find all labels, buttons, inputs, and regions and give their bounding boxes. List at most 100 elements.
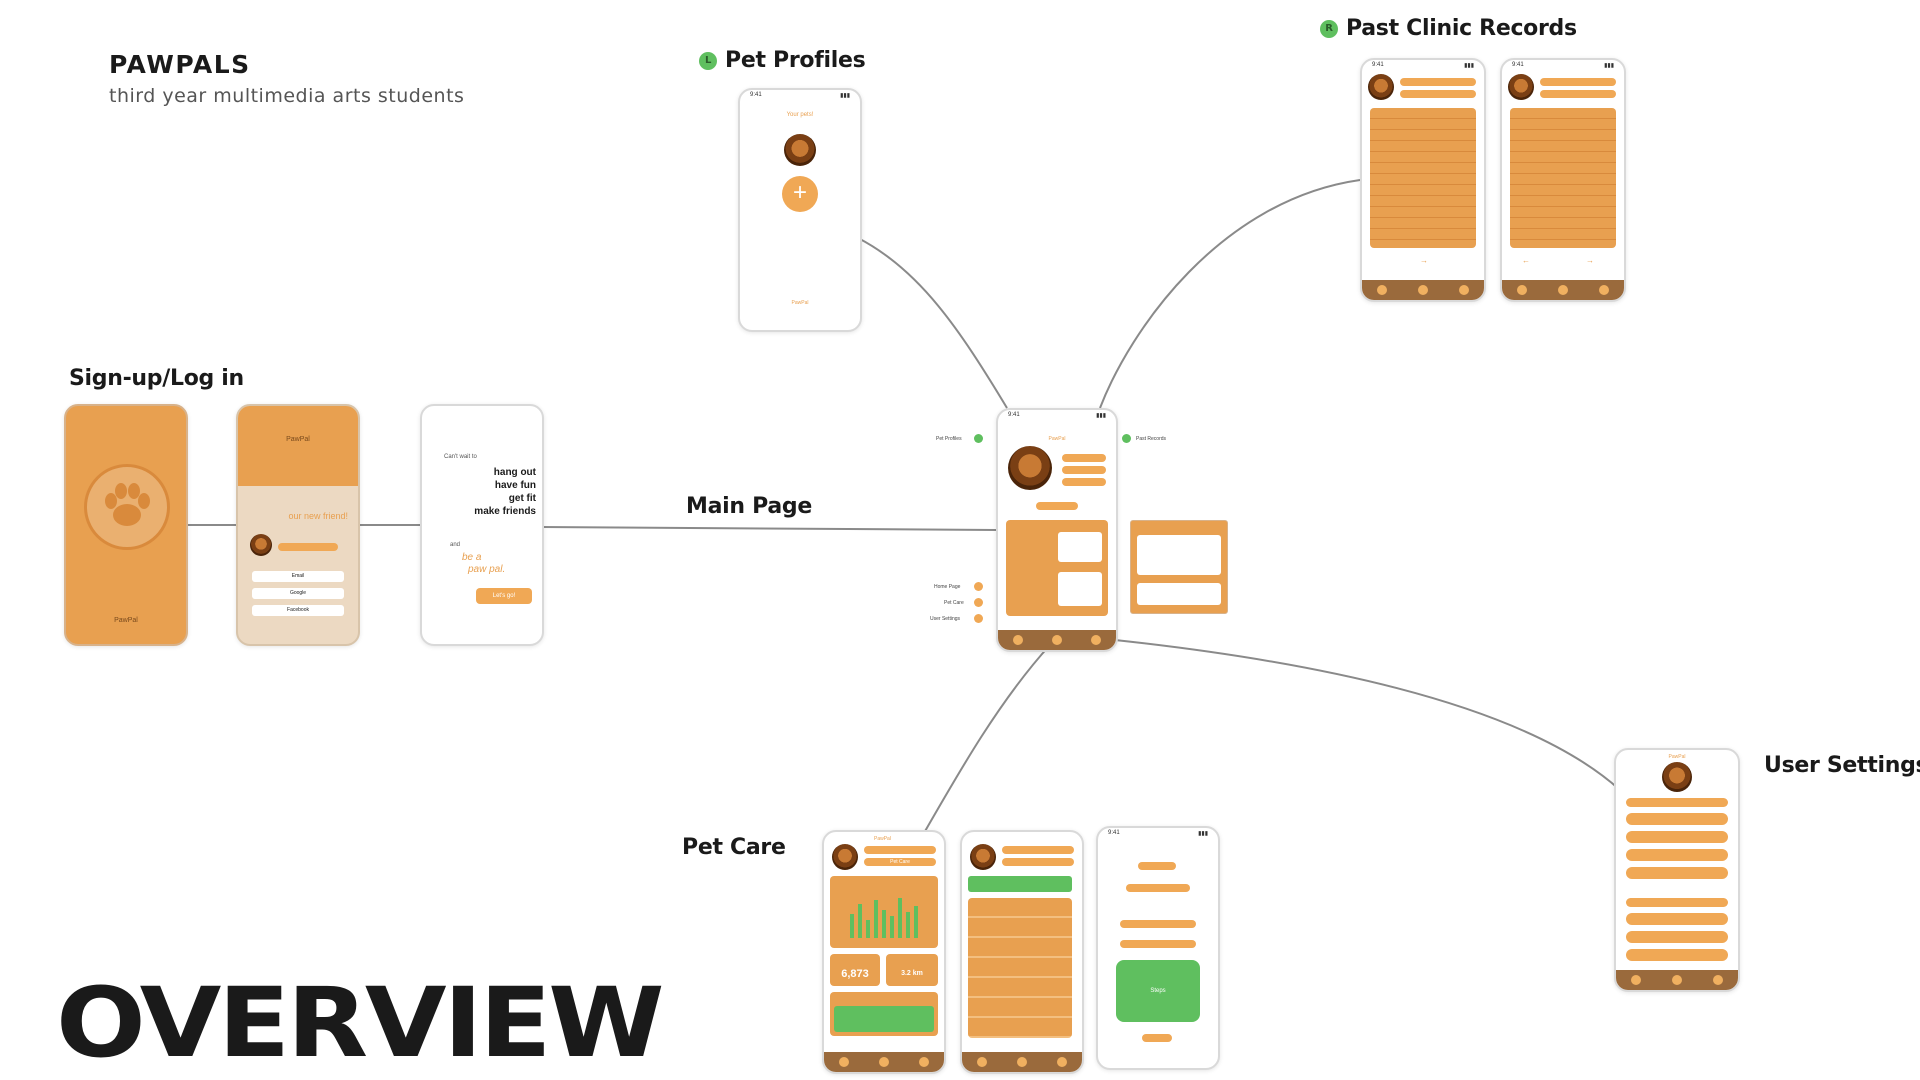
nav-home-icon[interactable] [1517,285,1528,295]
petcare-tab[interactable]: Pet Care [864,858,936,866]
section-marker-icon: R [1320,20,1338,38]
settings-item[interactable] [1626,849,1728,861]
pet-profiles-footer: PawPal [791,300,809,306]
nav-settings-icon[interactable] [1712,975,1723,985]
clinic-records-screen-2[interactable]: 9:41▮▮▮ ← → [1500,58,1626,302]
bottom-nav [1502,280,1624,300]
petcare-form-pill[interactable] [1126,884,1190,892]
bottom-nav [1616,970,1738,990]
main-page-detail-panel [1130,520,1228,614]
login-facebook-button[interactable]: Facebook [252,605,344,616]
pet-profiles-screen[interactable]: 9:41▮▮▮ Your pets! + PawPal [738,88,862,332]
petcare-form-pill[interactable] [1120,940,1196,948]
walk-card [830,992,938,1036]
login-google-button[interactable]: Google [252,588,344,599]
nav-settings-icon[interactable] [919,1057,929,1067]
petcare-header-pill [864,846,936,854]
main-app-name: PawPal [1048,436,1066,442]
petcare-form-pill[interactable] [1138,862,1176,870]
login-prompt: our new friend! [288,511,348,521]
settings-item[interactable] [1626,913,1728,925]
bottom-nav [962,1052,1082,1072]
dog-avatar [250,534,272,556]
nav-care-icon[interactable] [879,1057,889,1067]
nav-home-icon[interactable] [839,1057,849,1067]
nav-care-icon[interactable] [1017,1057,1027,1067]
settings-item[interactable] [1626,898,1728,907]
clinic-header-pill [1540,78,1616,86]
edit-profile-pill[interactable] [1036,502,1078,510]
dog-avatar[interactable] [784,134,816,166]
legend-past-records: Past Records [1136,436,1167,442]
legend-home-page: Home Page [934,584,961,590]
detail-widget [1137,535,1221,575]
user-settings-screen[interactable]: PawPal [1614,748,1740,992]
login-screen[interactable]: PawPal our new friend! Email Google Face… [236,404,360,646]
petcare-header-pill [1002,846,1074,854]
login-email-button[interactable]: Email [252,571,344,582]
steps-value: 6,873 [830,954,880,986]
dog-avatar[interactable] [1008,446,1052,490]
status-bar: 9:41▮▮▮ [1108,830,1208,837]
settings-item[interactable] [1626,831,1728,843]
intro-screen[interactable]: Can't wait to hang out have fun get fit … [420,404,544,646]
walk-start-button[interactable] [834,1006,934,1032]
clinic-tab-pill[interactable] [1540,90,1616,98]
settings-item[interactable] [1626,949,1728,961]
login-header: PawPal [238,406,358,486]
steps-button[interactable]: Steps [1116,960,1200,1022]
nav-care-icon[interactable] [1417,285,1428,295]
legend-settings-dot [974,614,983,623]
petcare-tab[interactable] [1002,858,1074,866]
nav-settings-icon[interactable] [1091,635,1102,645]
next-page-icon[interactable]: → [1420,256,1428,265]
overview-label: OVERVIEW [56,967,665,1079]
pet-breed-pill [1062,466,1106,474]
connector-main-settings [1114,639,1621,791]
add-pet-plus-icon[interactable]: + [782,176,818,212]
nav-home-icon[interactable] [1012,635,1023,645]
nav-settings-icon[interactable] [1057,1057,1067,1067]
section-title-main-page: Main Page [686,494,812,519]
activity-chart-card [830,876,938,948]
next-page-icon[interactable]: → [1586,256,1594,265]
intro-activity: get fit [508,493,536,504]
petcare-form-pill[interactable] [1120,920,1196,928]
petcare-done-pill[interactable] [1142,1034,1172,1042]
connector-main-petcare [919,644,1051,841]
nav-home-icon[interactable] [977,1057,987,1067]
nav-care-icon[interactable] [1671,975,1682,985]
dog-avatar [970,844,996,870]
nav-settings-icon[interactable] [1598,285,1609,295]
main-page-screen[interactable]: 9:41▮▮▮ PawPal [996,408,1118,652]
dog-avatar [1508,74,1534,100]
intro-tag1: be a [462,552,482,563]
settings-item[interactable] [1626,867,1728,879]
dashboard-widget [1058,572,1102,606]
nav-care-icon[interactable] [1051,635,1062,645]
pet-care-screen-1[interactable]: PawPal Pet Care 6,873 3.2 km [822,830,946,1074]
splash-screen[interactable]: PawPal [64,404,188,646]
prev-page-icon[interactable]: ← [1522,256,1530,265]
intro-lead: Can't wait to [444,454,477,460]
intro-cta-button[interactable]: Let's go! [476,588,532,604]
pet-age-pill [1062,478,1106,486]
settings-item[interactable] [1626,931,1728,943]
bottom-nav [1362,280,1484,300]
settings-item[interactable] [1626,813,1728,825]
clinic-records-screen-1[interactable]: 9:41▮▮▮ → [1360,58,1486,302]
pet-care-screen-3[interactable]: 9:41▮▮▮ Steps [1096,826,1220,1070]
clinic-tab-pill[interactable] [1400,90,1476,98]
main-dashboard-card [1006,520,1108,616]
pet-care-screen-2[interactable] [960,830,1084,1074]
nav-home-icon[interactable] [1377,285,1388,295]
user-avatar[interactable] [1662,762,1692,792]
nav-home-icon[interactable] [1631,975,1642,985]
nav-care-icon[interactable] [1557,285,1568,295]
nav-settings-icon[interactable] [1458,285,1469,295]
intro-and: and [450,542,461,548]
settings-item[interactable] [1626,798,1728,807]
login-name-field[interactable] [278,543,338,551]
settings-list-top [1626,798,1728,879]
